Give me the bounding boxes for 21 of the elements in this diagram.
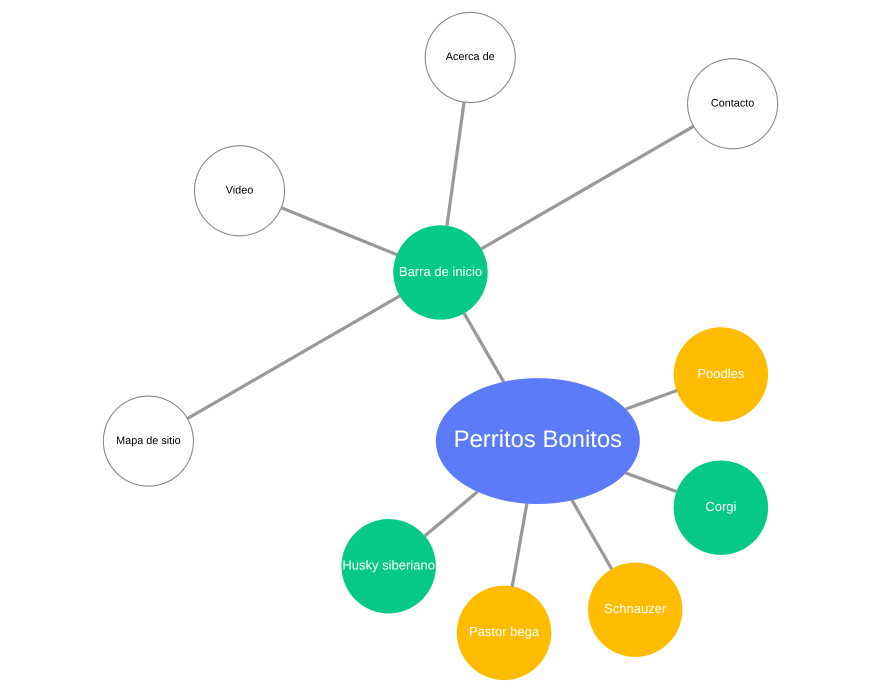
connector (186, 294, 401, 420)
node-circle: Mapa de sitio (102, 395, 194, 487)
node-circle: Schnauzer (588, 562, 682, 657)
connector (570, 499, 614, 570)
connector (625, 388, 678, 411)
connector (625, 471, 678, 494)
node-circle: Pastor bega (456, 586, 552, 680)
connector (480, 125, 694, 250)
connector (510, 503, 528, 587)
node-ellipse: Perritos Bonitos (436, 378, 640, 504)
node-circle: Video (194, 145, 286, 236)
node-circle: Corgi (674, 460, 768, 555)
node-circle: Acerca de (424, 12, 516, 104)
connector (424, 490, 479, 538)
connector (445, 102, 466, 226)
node-circle: Husky siberiano (341, 519, 436, 614)
connector (280, 206, 398, 256)
node-circle: Poodles (674, 327, 768, 422)
node-circle: Barra de inicio (393, 225, 488, 320)
node-circle: Contacto (687, 58, 778, 150)
connector (462, 312, 506, 383)
